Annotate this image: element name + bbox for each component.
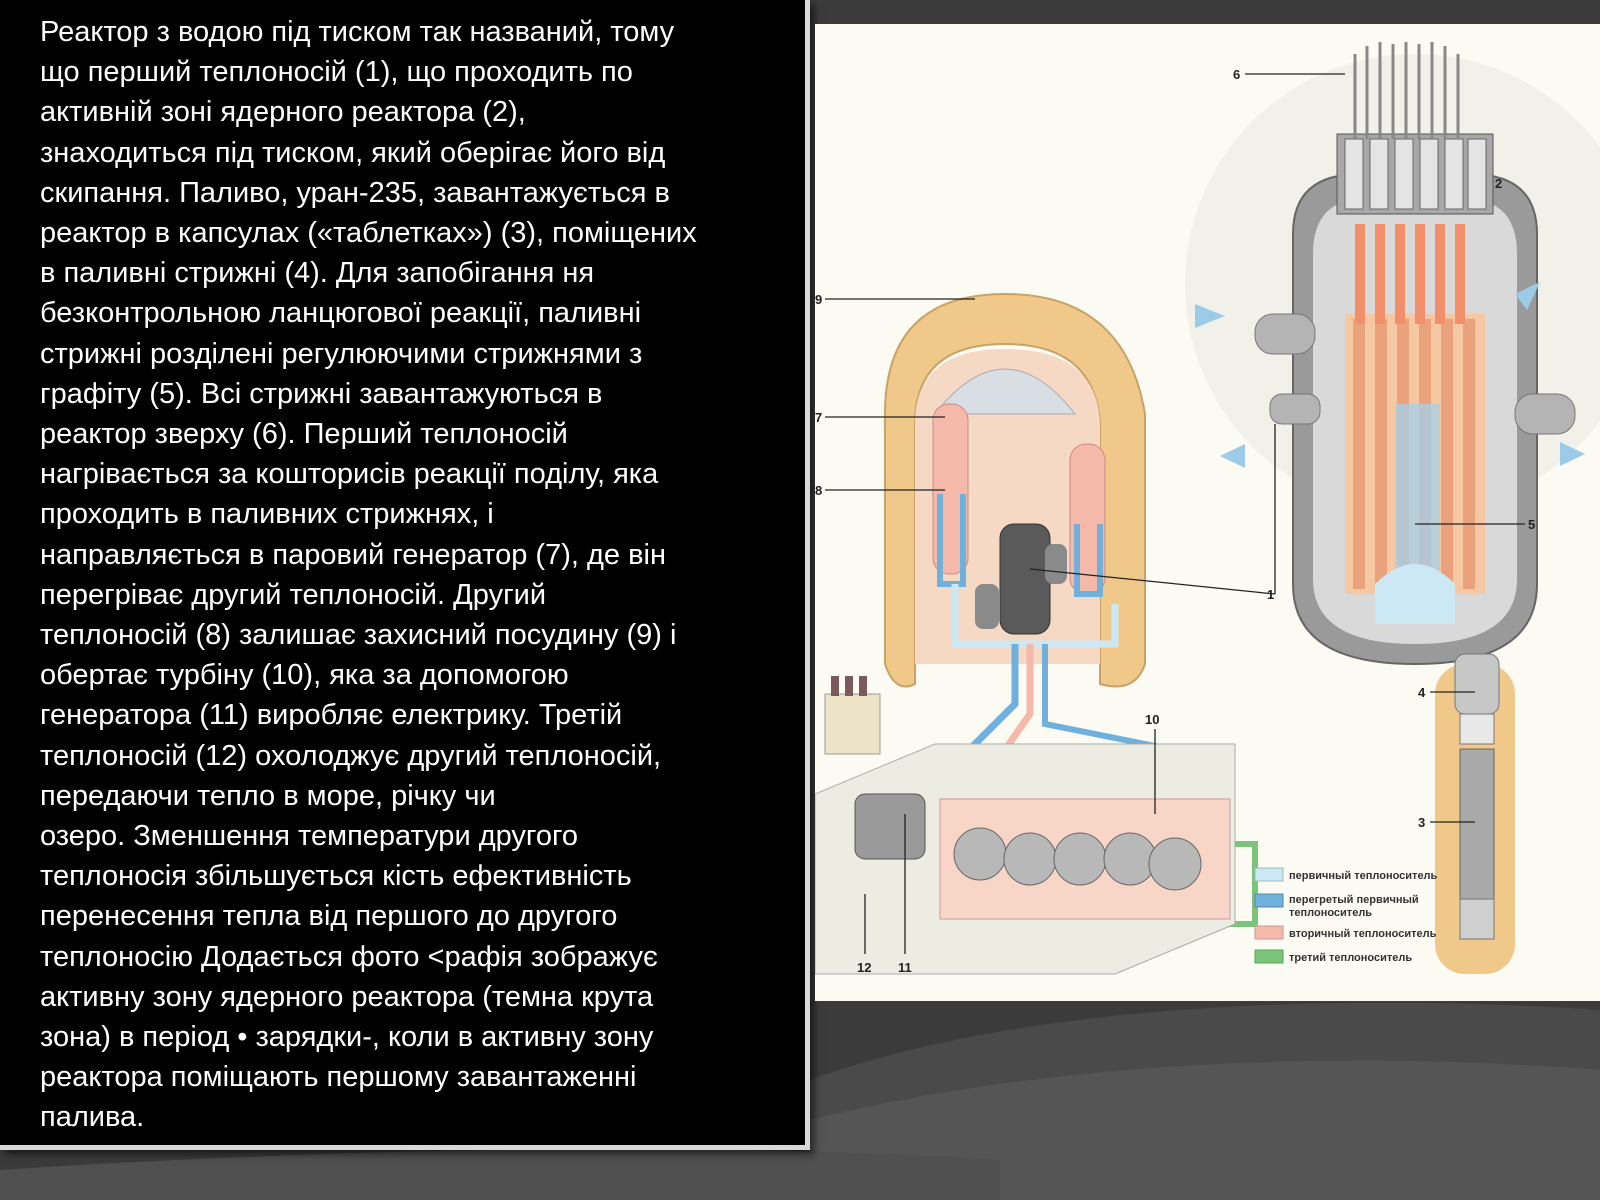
- label-7: 7: [815, 410, 822, 425]
- legend: первичный теплоноситель перегретый перви…: [1254, 867, 1438, 964]
- legend-swatch-primary: [1254, 867, 1284, 882]
- label-3: 3: [1418, 815, 1425, 830]
- label-1: 1: [1267, 587, 1274, 602]
- legend-primary: первичный теплоноситель: [1289, 870, 1438, 882]
- label-5: 5: [1528, 517, 1535, 532]
- legend-superheated-line2: теплоноситель: [1289, 907, 1372, 919]
- leader-lines: [825, 73, 1525, 954]
- flow-arrows: [1195, 282, 1585, 468]
- legend-superheated-line1: перегретый первичный: [1289, 894, 1419, 906]
- reactor-diagram: 6 2 9 7 8 5 1 4 3 10 11 12 первичный теп…: [815, 24, 1600, 1001]
- turbine-hall: [815, 676, 1236, 975]
- text-panel: Реактор з водою під тиском так названий,…: [0, 0, 810, 1150]
- label-11: 11: [898, 960, 912, 975]
- legend-swatch-superheated: [1254, 893, 1284, 908]
- label-2: 2: [1495, 176, 1502, 191]
- legend-tertiary: третий теплоноситель: [1289, 952, 1412, 964]
- legend-secondary: вторичный теплоноситель: [1289, 928, 1437, 940]
- control-rods: [1336, 42, 1494, 215]
- label-9: 9: [815, 292, 822, 307]
- label-10: 10: [1145, 712, 1159, 727]
- reactor-diagram-svg: 6 2 9 7 8 5 1 4 3 10 11 12 первичный теп…: [815, 42, 1600, 975]
- fuel-rod-detail: [1435, 653, 1515, 974]
- label-12: 12: [857, 960, 871, 975]
- label-8: 8: [815, 483, 822, 498]
- legend-swatch-tertiary: [1254, 949, 1284, 964]
- label-6: 6: [1233, 67, 1240, 82]
- containment-vessel: [884, 292, 1146, 688]
- label-4: 4: [1418, 685, 1426, 700]
- body-text: Реактор з водою під тиском так названий,…: [40, 16, 697, 1134]
- reactor-vessel: [1254, 173, 1576, 666]
- legend-swatch-secondary: [1254, 925, 1284, 940]
